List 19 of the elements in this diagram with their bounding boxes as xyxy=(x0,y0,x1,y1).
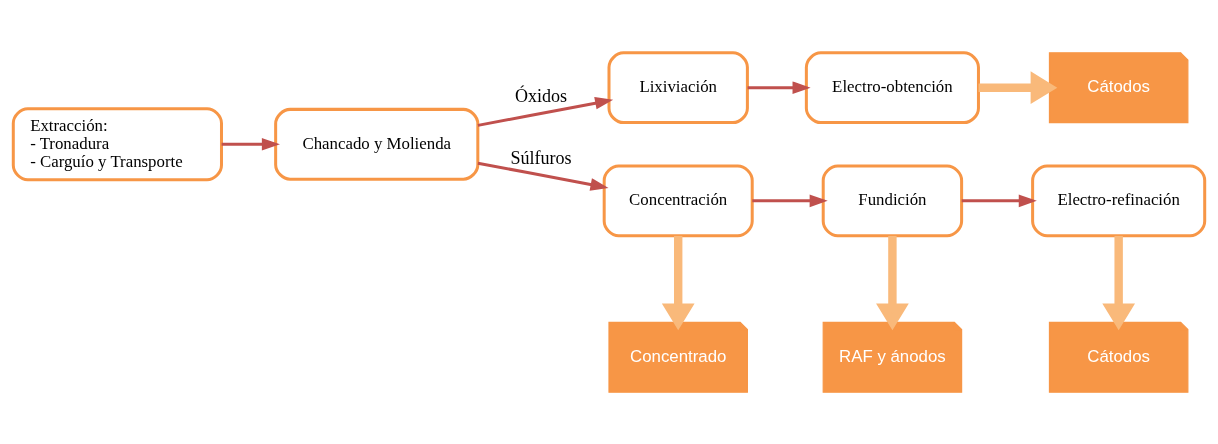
arrow xyxy=(221,137,280,151)
arrow xyxy=(477,96,614,127)
edge-label: Óxidos xyxy=(514,85,568,106)
edge-label: Súlfuros xyxy=(510,147,572,168)
arrow xyxy=(961,194,1037,207)
arrow xyxy=(747,80,811,94)
arrow xyxy=(477,161,609,191)
node-box: Lixiviación xyxy=(607,50,749,124)
arrow xyxy=(978,70,1058,104)
node-box: Fundición xyxy=(821,163,964,237)
node-box: Electro-obtención xyxy=(804,50,980,124)
arrow xyxy=(752,194,828,207)
node-box: Extracción: - Tronadura - Carguío y Transporte xyxy=(11,106,223,181)
node-box: Chancado y Molienda xyxy=(274,107,480,181)
node-box: Concentración xyxy=(602,163,754,237)
arrow xyxy=(876,235,909,330)
arrow xyxy=(1102,235,1136,330)
node-box: Electro-refinación xyxy=(1031,163,1207,237)
arrow xyxy=(661,235,695,330)
